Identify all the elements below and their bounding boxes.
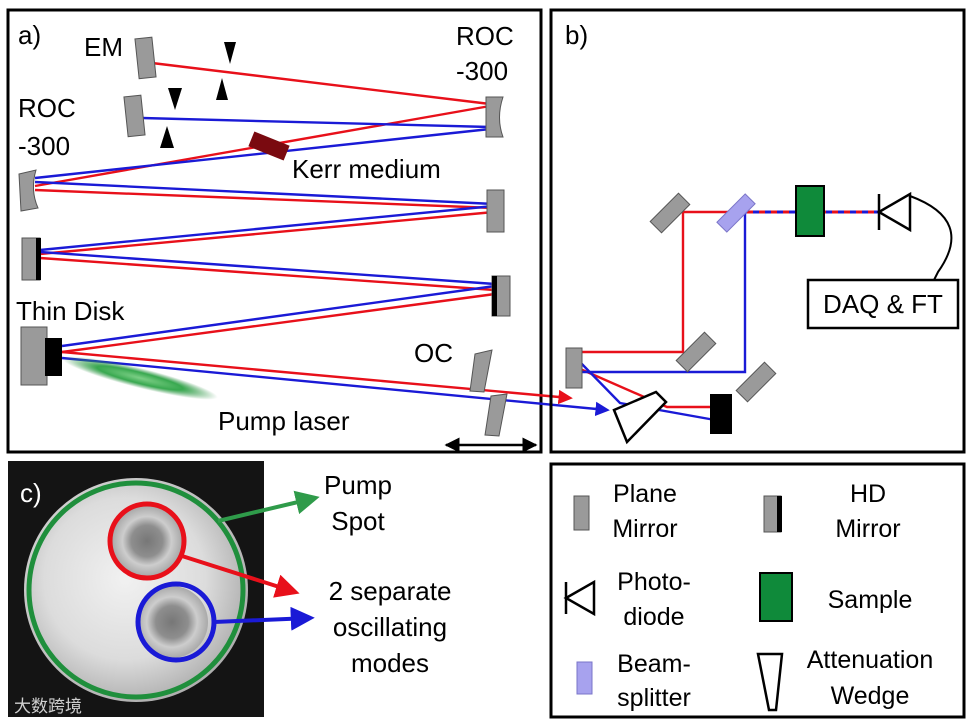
sample-icon bbox=[795, 185, 825, 237]
plane-mirror-b1-icon bbox=[565, 347, 583, 389]
roc-left-line2: -300 bbox=[18, 131, 70, 161]
legend-beamsplitter-line1: Beam- bbox=[617, 650, 691, 678]
legend-wedge-line2: Wedge bbox=[831, 682, 910, 710]
legend-sample-icon bbox=[759, 572, 793, 622]
oc-label: OC bbox=[414, 338, 453, 368]
modes-line1: 2 separate bbox=[329, 576, 452, 606]
legend-photodiode-line2: diode bbox=[623, 603, 684, 631]
mode-1-ring bbox=[107, 501, 187, 581]
pump-spot-line1: Pump bbox=[324, 470, 392, 500]
pump-spot-arrow bbox=[217, 490, 320, 523]
panel-a: a) EM bbox=[6, 8, 610, 454]
thin-disk-icon bbox=[20, 326, 62, 386]
roc-mirror-right-icon bbox=[485, 96, 504, 138]
daq-box bbox=[806, 278, 960, 330]
legend-plane-line2: Mirror bbox=[612, 515, 677, 543]
signal-cable bbox=[909, 195, 953, 281]
legend-hd-line1: HD bbox=[850, 480, 886, 508]
legend-wedge-icon bbox=[756, 652, 784, 712]
legend-hd-mirror-icon bbox=[763, 495, 782, 533]
mode-red-arrow bbox=[181, 554, 300, 598]
modes-line3: modes bbox=[351, 648, 429, 678]
modes-line2: oscillating bbox=[333, 612, 447, 642]
pump-laser-beam bbox=[62, 356, 218, 400]
plane-mirror-right-icon bbox=[486, 189, 505, 233]
panel-a-tag: a) bbox=[18, 20, 41, 50]
mode-1 bbox=[112, 506, 182, 576]
watermark: 大数跨境 bbox=[14, 697, 82, 717]
panel-c-tag: c) bbox=[20, 478, 42, 508]
em-mirror-icon bbox=[134, 36, 157, 80]
legend-sample-label: Sample bbox=[828, 586, 913, 614]
pump-spot-ring bbox=[26, 480, 246, 700]
panel-b-red-path bbox=[575, 210, 735, 409]
red-beams bbox=[34, 61, 496, 354]
roc-right-line2: -300 bbox=[456, 56, 508, 86]
roc-mirror-left-icon bbox=[18, 169, 39, 212]
roc-right-line1: ROC bbox=[456, 21, 514, 51]
kerr-medium-icon bbox=[248, 131, 290, 161]
legend-beamsplitter-icon bbox=[576, 661, 593, 695]
plane-mirror-b2-icon bbox=[649, 192, 691, 234]
panel-b-blue-path bbox=[575, 210, 747, 422]
legend-hd-line2: Mirror bbox=[835, 515, 900, 543]
thin-disk-label: Thin Disk bbox=[16, 296, 125, 326]
hd-mirror-left-icon bbox=[21, 237, 41, 281]
blue-output-beam bbox=[61, 356, 610, 417]
mode-blue-arrow bbox=[213, 606, 315, 631]
plane-mirror-b3-icon bbox=[675, 331, 717, 373]
aperture-icon bbox=[160, 42, 236, 148]
roc-left-line1: ROC bbox=[18, 93, 76, 123]
photodiode-icon bbox=[876, 191, 912, 233]
legend-beamsplitter-line2: splitter bbox=[617, 684, 691, 712]
kerr-label: Kerr medium bbox=[292, 154, 441, 184]
panel-b: b) DAQ & FT bbox=[549, 8, 966, 454]
panel-b-tag: b) bbox=[565, 20, 588, 50]
attenuation-wedge-icon bbox=[612, 390, 668, 445]
blue-beams bbox=[34, 116, 496, 348]
pump-spot-line2: Spot bbox=[331, 506, 385, 536]
legend-photodiode-icon bbox=[563, 579, 596, 617]
legend-plane-mirror-icon bbox=[573, 495, 590, 531]
plane-mirror-icon bbox=[123, 94, 146, 138]
pump-laser-label: Pump laser bbox=[218, 406, 350, 436]
mode-2 bbox=[136, 586, 208, 658]
oc-mirror-2-icon bbox=[484, 393, 508, 437]
oc-mirror-icon bbox=[469, 349, 493, 393]
panel-c: c) Pump Spot 2 separate oscillating mode… bbox=[8, 461, 451, 717]
em-label: EM bbox=[84, 32, 123, 62]
daq-label: DAQ & FT bbox=[823, 289, 943, 319]
red-output-beam bbox=[61, 350, 573, 405]
beamsplitter-icon bbox=[716, 193, 756, 233]
legend-wedge-line1: Attenuation bbox=[807, 646, 934, 674]
legend-plane-line1: Plane bbox=[613, 480, 677, 508]
plane-mirror-b4-icon bbox=[735, 361, 777, 403]
beam-block-icon bbox=[710, 394, 732, 434]
legend-photodiode-line1: Photo- bbox=[617, 568, 691, 596]
legend: Plane Mirror HD Mirror Photo- diode Samp… bbox=[549, 462, 966, 719]
hd-mirror-right-icon bbox=[491, 275, 511, 317]
